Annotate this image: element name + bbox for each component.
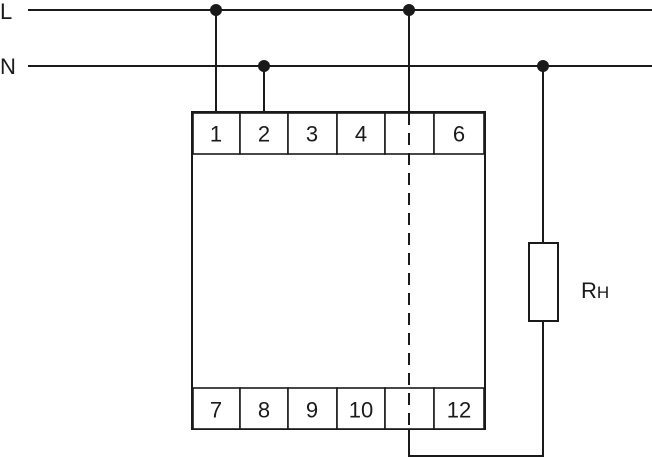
terminal-9-label: 9 xyxy=(306,398,318,423)
terminal-12-label: 12 xyxy=(447,398,471,423)
bottom-terminal-row: 7 8 9 10 12 xyxy=(192,387,485,430)
terminal-3-label: 3 xyxy=(306,122,318,147)
wire-contact-to-load xyxy=(408,321,544,457)
terminal-7 xyxy=(192,387,241,430)
terminal-6 xyxy=(433,112,485,155)
terminal-2-label: 2 xyxy=(258,122,270,147)
load-label-sub: H xyxy=(597,283,609,302)
terminal-7-label: 7 xyxy=(210,398,222,423)
terminal-8-label: 8 xyxy=(258,398,270,423)
terminal-10 xyxy=(336,387,386,430)
terminal-1-label: 1 xyxy=(210,122,222,147)
terminal-9 xyxy=(287,387,338,430)
terminal-3 xyxy=(287,112,338,155)
terminal-6-label: 6 xyxy=(453,122,465,147)
junction-l-1 xyxy=(210,4,222,16)
terminal-10-label: 10 xyxy=(349,398,373,423)
junction-l-2 xyxy=(403,4,415,16)
terminal-8 xyxy=(239,387,289,430)
junction-n-1 xyxy=(258,60,270,72)
terminal-4 xyxy=(336,112,386,155)
load-resistor xyxy=(528,242,559,322)
device-body xyxy=(191,111,486,430)
junction-n-2 xyxy=(537,60,549,72)
terminal-4-label: 4 xyxy=(355,122,367,147)
terminal-12 xyxy=(433,387,485,430)
load-label: RH xyxy=(581,278,609,303)
top-terminal-row: 1 2 3 4 6 xyxy=(192,112,485,155)
line-label-n: N xyxy=(0,54,16,79)
line-label-l: L xyxy=(0,0,12,24)
